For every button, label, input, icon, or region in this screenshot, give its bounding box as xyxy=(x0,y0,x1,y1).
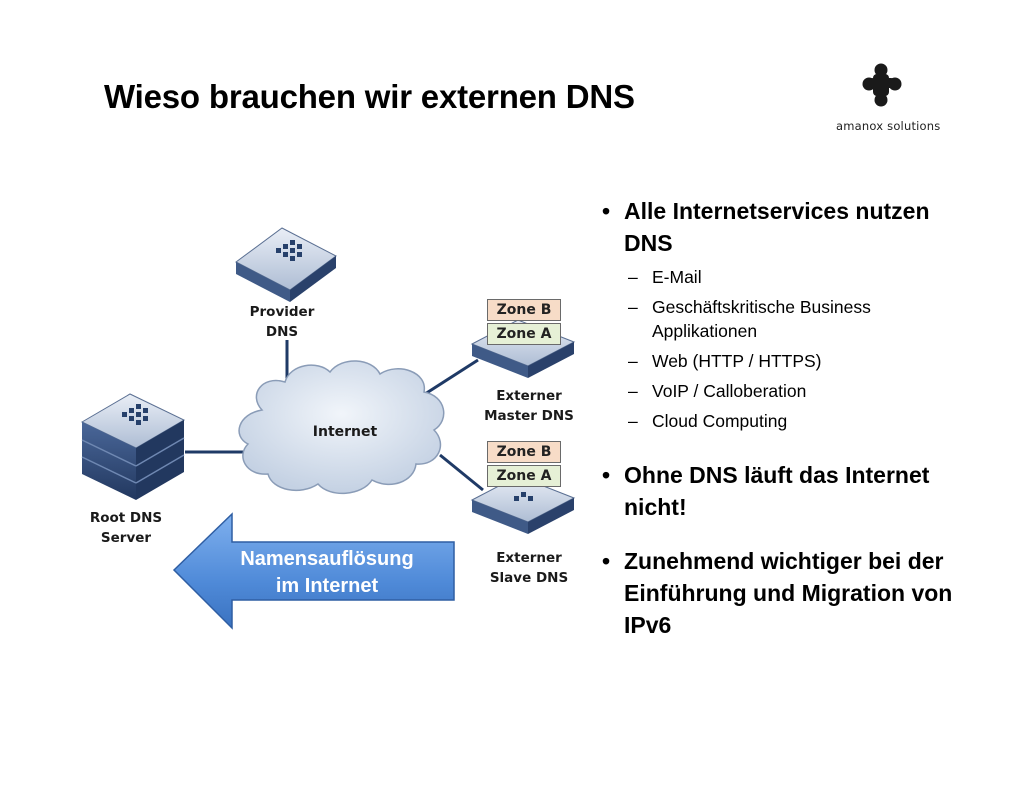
sub-bullet-text: Geschäftskritische Business Applikatione… xyxy=(652,297,871,341)
master-zone-b: Zone B xyxy=(487,299,561,321)
provider-dns-label-line2: DNS xyxy=(265,324,299,340)
sub-bullet-item: –VoIP / Calloberation xyxy=(600,379,960,403)
master-dns-label-line1: Externer xyxy=(496,388,562,404)
provider-dns-device-icon xyxy=(235,227,337,302)
bullet-item: • Ohne DNS läuft das Internet nicht! xyxy=(600,459,960,523)
bullet-text: Ohne DNS läuft das Internet nicht! xyxy=(624,462,930,520)
sub-bullet-item: –Cloud Computing xyxy=(600,409,960,433)
sub-bullet-text: VoIP / Calloberation xyxy=(652,381,807,401)
internet-label: Internet xyxy=(312,424,378,440)
master-dns-label: Externer Master DNS xyxy=(474,386,584,426)
slave-dns-label-line2: Slave DNS xyxy=(489,570,569,586)
sub-bullet-item: –Web (HTTP / HTTPS) xyxy=(600,349,960,373)
slide-title: Wieso brauchen wir externen DNS xyxy=(104,78,635,115)
bullet-text: Zunehmend wichtiger bei der Einführung u… xyxy=(624,548,953,638)
bullet-text: Alle Internetservices nutzen DNS xyxy=(624,198,930,256)
internet-cloud-icon xyxy=(238,360,445,495)
provider-dns-label-line1: Provider xyxy=(249,304,315,320)
dash-icon: – xyxy=(628,267,638,287)
master-zone-a: Zone A xyxy=(487,323,561,345)
sub-bullet-text: E-Mail xyxy=(652,267,702,287)
dash-icon: – xyxy=(628,351,638,371)
root-dns-label-line2: Server xyxy=(100,530,152,546)
sub-bullet-text: Cloud Computing xyxy=(652,411,788,431)
dash-icon: – xyxy=(628,297,638,317)
bullet-dot-icon: • xyxy=(602,198,611,224)
arrow-label-line1: Namensauflösung xyxy=(240,548,414,570)
amanox-logo-icon xyxy=(862,63,902,107)
slave-dns-device-icon xyxy=(470,475,576,534)
master-dns-label-line2: Master DNS xyxy=(484,408,574,424)
bullet-item: • Alle Internetservices nutzen DNS xyxy=(600,195,960,259)
bullet-dot-icon: • xyxy=(602,548,611,574)
sub-bullet-item: –E-Mail xyxy=(600,265,960,289)
logo-text: amanox solutions xyxy=(836,119,941,133)
arrow-label-line2: im Internet xyxy=(275,575,379,597)
root-dns-label-line1: Root DNS xyxy=(89,510,163,526)
slave-dns-label: Externer Slave DNS xyxy=(474,548,584,588)
sub-bullet-text: Web (HTTP / HTTPS) xyxy=(652,351,822,371)
arrow-label: Namensauflösung im Internet xyxy=(218,546,436,600)
name-resolution-arrow-icon xyxy=(172,512,455,630)
dash-icon: – xyxy=(628,411,638,431)
root-dns-label: Root DNS Server xyxy=(78,508,174,548)
slave-dns-label-line1: Externer xyxy=(496,550,562,566)
root-dns-server-icon xyxy=(80,393,186,500)
sub-bullet-item: –Geschäftskritische Business Applikation… xyxy=(600,295,960,343)
provider-dns-label: Provider DNS xyxy=(234,302,330,342)
bullet-list: •Alle Internetservices nutzen DNS –E-Mai… xyxy=(600,195,960,641)
bullet-dot-icon: • xyxy=(602,462,611,488)
slave-zone-a: Zone A xyxy=(487,465,561,487)
slave-zone-b: Zone B xyxy=(487,441,561,463)
dash-icon: – xyxy=(628,381,638,401)
bullet-item: • Zunehmend wichtiger bei der Einführung … xyxy=(600,545,960,641)
